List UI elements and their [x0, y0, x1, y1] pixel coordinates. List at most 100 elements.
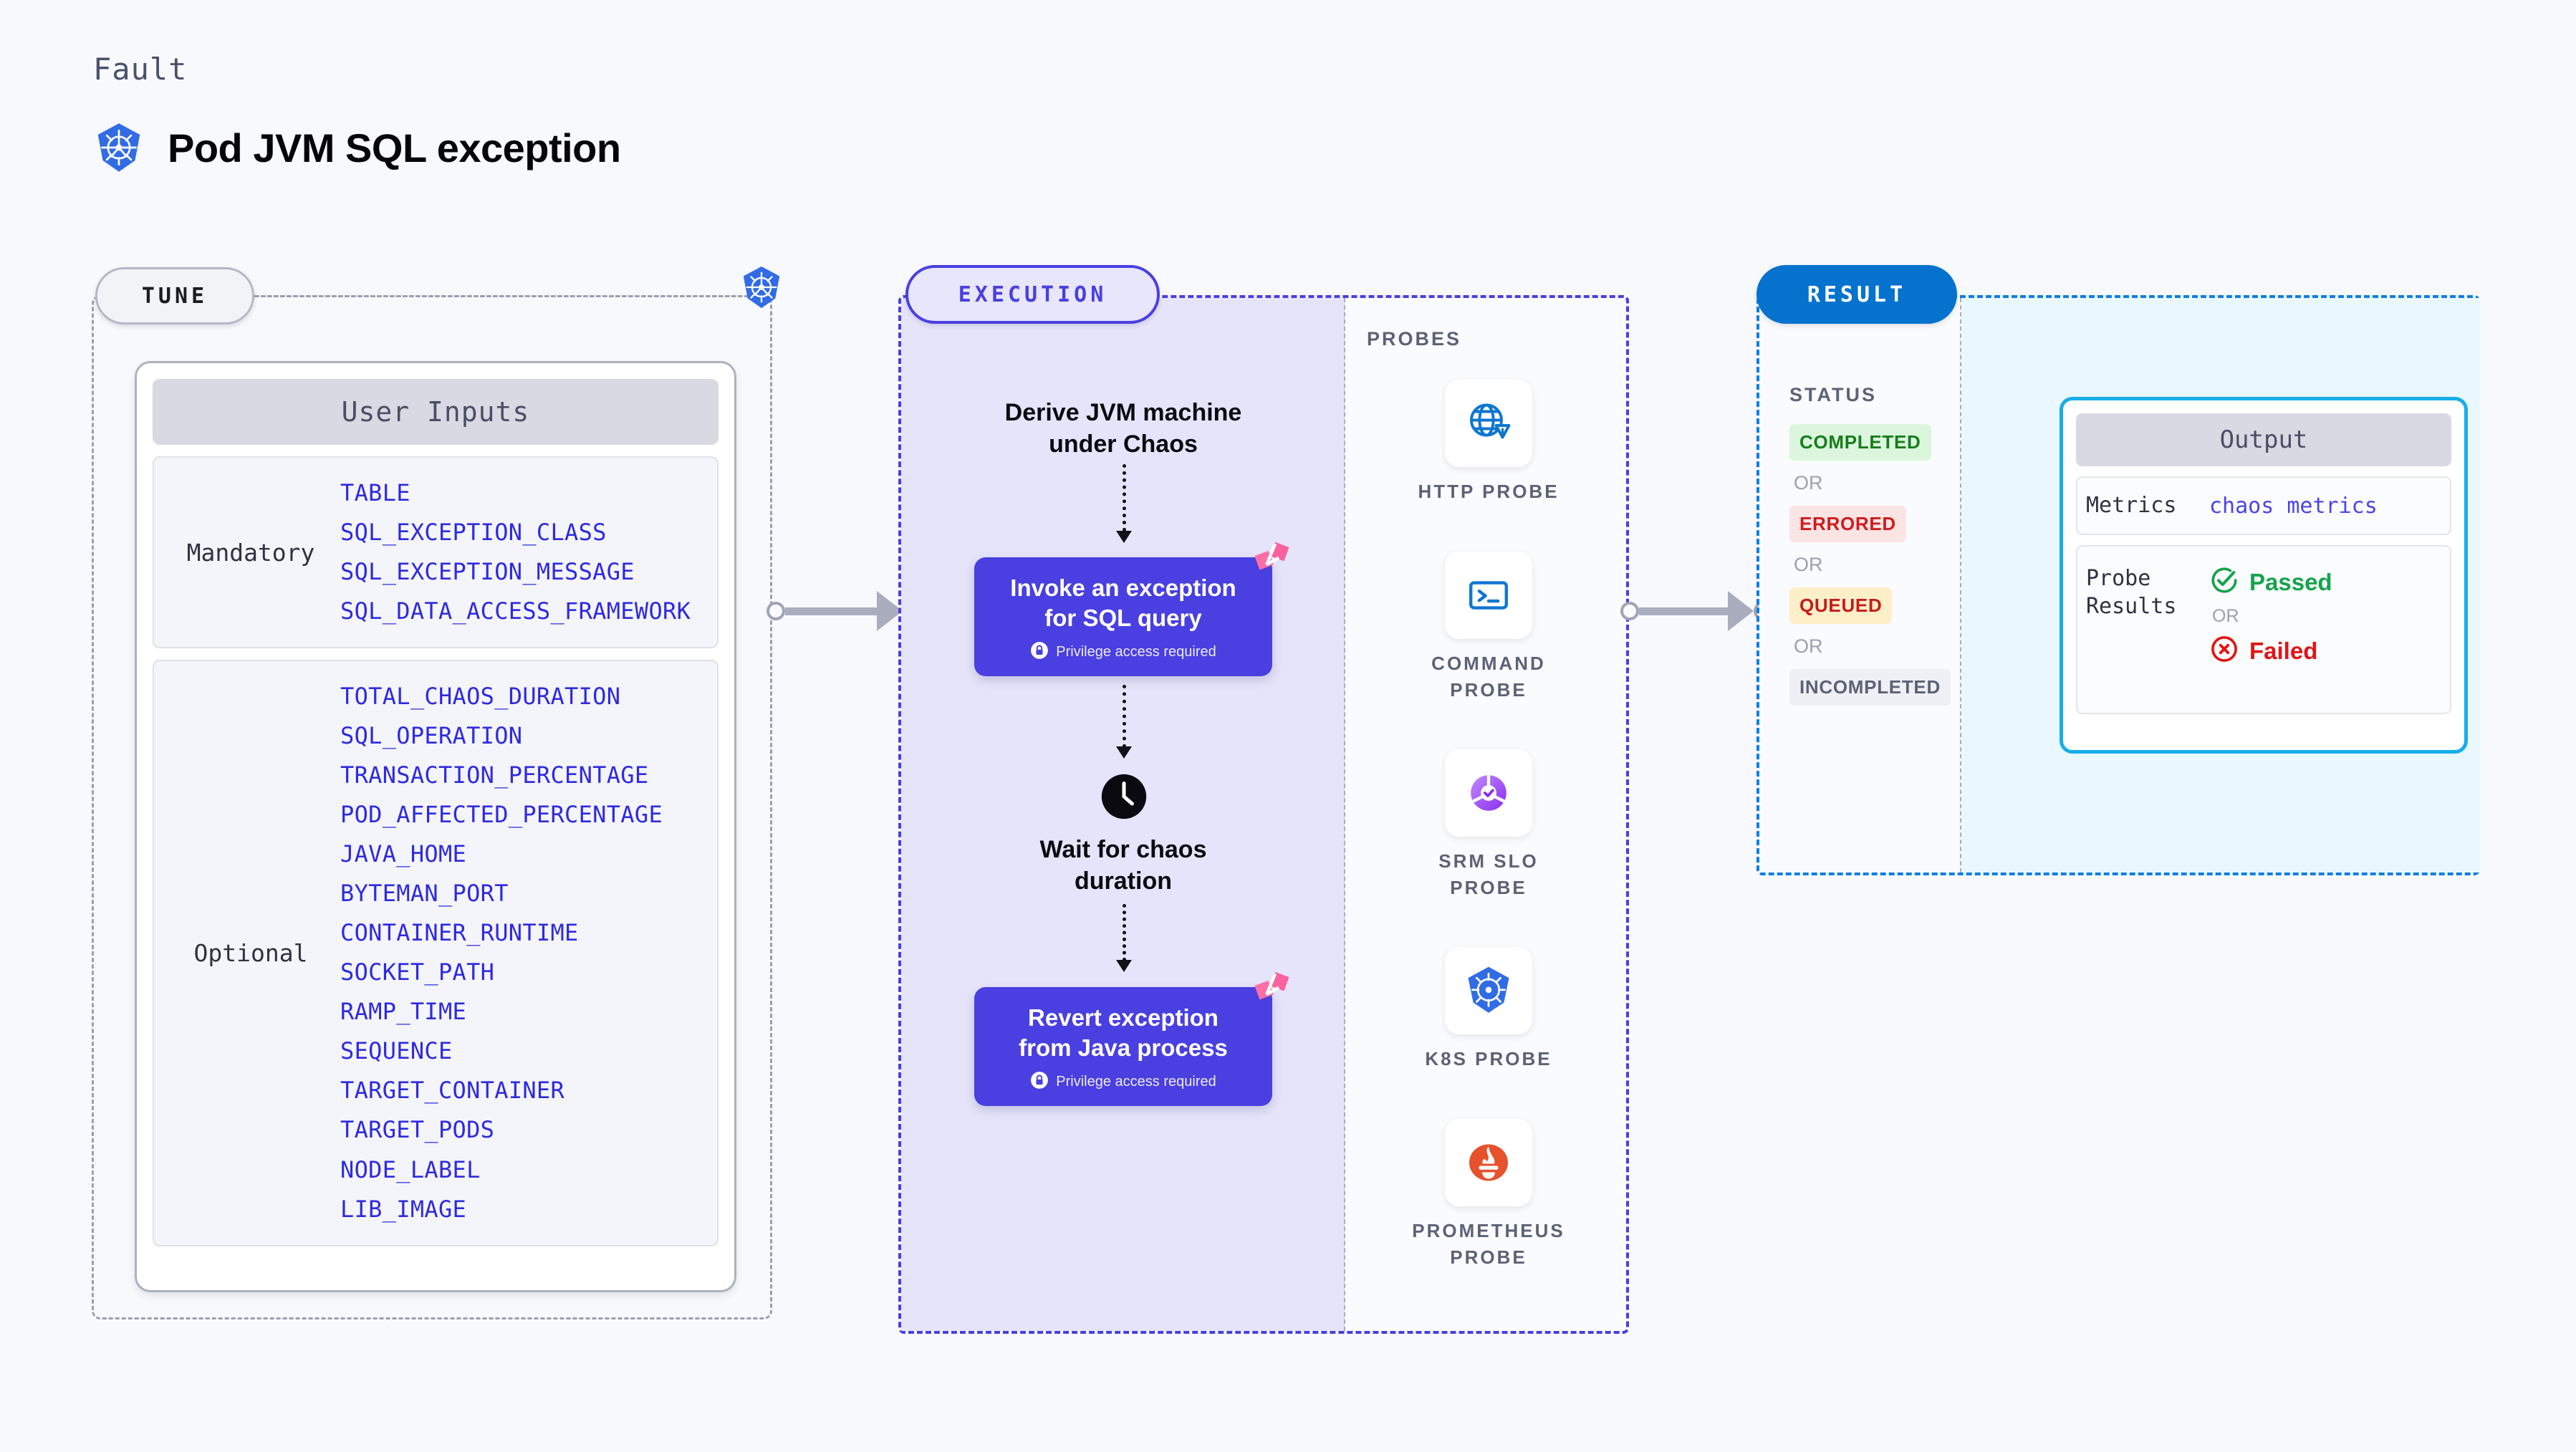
clock-icon [1100, 772, 1148, 821]
status-badge-queued: QUEUED [1789, 587, 1893, 624]
page-title-row: Pod JVM SQL exception [93, 120, 621, 175]
flow-arrow-1 [1123, 464, 1126, 532]
lock-icon [1030, 1071, 1049, 1093]
derive-jvm-label: Derive JVM machine under Chaos [1004, 399, 1242, 458]
param-item[interactable]: TOTAL_CHAOS_DURATION [340, 683, 621, 711]
mandatory-label: Mandatory [186, 538, 315, 567]
status-title: STATUS [1789, 384, 1877, 405]
flow-arrowhead-3 [1116, 960, 1132, 972]
probe-results-key: Probe Results [2086, 566, 2177, 619]
param-item[interactable]: LIB_IMAGE [340, 1195, 467, 1223]
param-item[interactable]: TARGET_CONTAINER [340, 1077, 565, 1105]
fault-kicker: Fault [93, 52, 188, 87]
connector-bar [1639, 607, 1729, 615]
globe-warning-icon [1445, 380, 1532, 467]
or-label: OR [2212, 606, 2239, 627]
param-item[interactable]: TARGET_PODS [340, 1116, 495, 1144]
chaos-flag-icon [1249, 968, 1291, 1010]
param-item[interactable]: POD_AFFECTED_PERCENTAGE [340, 801, 663, 829]
probe-results-row: Probe Results Passed OR [2076, 545, 2451, 715]
output-header: Output [2076, 413, 2451, 466]
param-item[interactable]: CONTAINER_RUNTIME [340, 919, 579, 947]
privilege-text: Privilege access required [1056, 1074, 1216, 1090]
tune-badge[interactable]: TUNE [95, 267, 254, 324]
chaos-flag-icon [1249, 539, 1291, 580]
or-label: OR [1794, 472, 1823, 494]
user-inputs-header: User Inputs [153, 379, 719, 445]
probe-prometheus[interactable]: PROMETHEUS PROBE [1347, 1119, 1630, 1271]
status-badge-incompleted: INCOMPLETED [1789, 669, 1951, 706]
invoke-exception-node[interactable]: Invoke an exception for SQL query Privil… [974, 542, 1289, 677]
probe-label: COMMAND PROBE [1431, 653, 1546, 701]
param-item[interactable]: JAVA_HOME [340, 840, 467, 868]
optional-param-group: Optional TOTAL_CHAOS_DURATION SQL_OPERAT… [153, 660, 719, 1246]
probe-label: K8S PROBE [1425, 1048, 1552, 1069]
param-item[interactable]: SQL_EXCEPTION_CLASS [340, 519, 607, 547]
page-title: Pod JVM SQL exception [168, 125, 621, 170]
probes-title: PROBES [1367, 328, 1462, 350]
probe-k8s[interactable]: K8S PROBE [1347, 947, 1630, 1072]
connector-execution-to-result [1620, 591, 1772, 631]
connector-dot [766, 602, 785, 620]
mandatory-param-list: TABLE SQL_EXCEPTION_CLASS SQL_EXCEPTION_… [340, 473, 710, 631]
param-item[interactable]: SQL_DATA_ACCESS_FRAMEWORK [340, 597, 691, 625]
probe-label: PROMETHEUS PROBE [1412, 1220, 1565, 1268]
passed-label: Passed [2249, 568, 2332, 595]
lock-icon [1030, 641, 1049, 663]
privilege-row: Privilege access required [1030, 641, 1216, 663]
check-circle-icon [2209, 565, 2239, 599]
param-item[interactable]: BYTEMAN_PORT [340, 880, 509, 908]
probes-panel: PROBES [1347, 298, 1630, 1331]
privilege-text: Privilege access required [1056, 644, 1216, 660]
metrics-row: Metrics chaos metrics [2076, 476, 2451, 536]
or-label: OR [1794, 635, 1823, 657]
metrics-value[interactable]: chaos metrics [2209, 493, 2378, 519]
param-item[interactable]: SOCKET_PATH [340, 958, 495, 986]
probe-results-values: Passed OR Failed [2209, 565, 2332, 668]
probe-http[interactable]: HTTP PROBE [1347, 380, 1630, 505]
x-circle-icon [2209, 634, 2239, 668]
execution-probes-container: Derive JVM machine under Chaos Invoke an… [898, 295, 1629, 1334]
probe-result-passed: Passed [2209, 565, 2332, 599]
wait-chaos-label: Wait for chaos duration [1039, 836, 1207, 895]
param-item[interactable]: RAMP_TIME [340, 998, 467, 1026]
invoke-exception-title: Invoke an exception for SQL query [1010, 574, 1236, 631]
param-item[interactable]: SQL_OPERATION [340, 722, 523, 750]
connector-dot [1620, 602, 1639, 620]
execution-badge[interactable]: EXECUTION [905, 265, 1160, 324]
status-panel: STATUS COMPLETED OR ERRORED OR QUEUED OR… [1759, 298, 1961, 872]
probe-result-failed: Failed [2209, 634, 2332, 668]
param-item[interactable]: TRANSACTION_PERCENTAGE [340, 761, 649, 789]
kubernetes-icon [93, 120, 145, 175]
kubernetes-icon [739, 264, 784, 311]
mandatory-param-group: Mandatory TABLE SQL_EXCEPTION_CLASS SQL_… [153, 456, 719, 649]
param-item[interactable]: NODE_LABEL [340, 1155, 481, 1183]
result-badge[interactable]: RESULT [1756, 265, 1957, 324]
param-item[interactable]: SQL_EXCEPTION_MESSAGE [340, 558, 635, 586]
optional-label: Optional [193, 938, 308, 967]
revert-exception-node[interactable]: Revert exception from Java process Privi… [974, 971, 1289, 1107]
prometheus-icon [1445, 1119, 1532, 1206]
output-card: Output Metrics chaos metrics Probe Resul… [2060, 397, 2468, 754]
user-inputs-card: User Inputs Mandatory TABLE SQL_EXCEPTIO… [135, 361, 736, 1292]
status-badge-completed: COMPLETED [1789, 424, 1931, 461]
probe-command[interactable]: COMMAND PROBE [1347, 552, 1630, 703]
flow-arrow-3 [1123, 904, 1126, 961]
or-label: OR [1794, 554, 1823, 575]
tune-dash-connector [254, 295, 749, 297]
kubernetes-icon [1445, 947, 1532, 1034]
flow-arrow-2 [1123, 685, 1126, 748]
execution-panel: Derive JVM machine under Chaos Invoke an… [901, 298, 1345, 1331]
connector-bar [785, 607, 878, 615]
revert-exception-title: Revert exception from Java process [1019, 1004, 1228, 1061]
probe-label: HTTP PROBE [1418, 481, 1559, 502]
slo-check-icon [1445, 749, 1532, 837]
flow-arrowhead-1 [1116, 531, 1132, 543]
probe-srm-slo[interactable]: SRM SLO PROBE [1347, 749, 1630, 901]
status-list: COMPLETED OR ERRORED OR QUEUED OR INCOMP… [1789, 424, 1951, 706]
param-item[interactable]: SEQUENCE [340, 1037, 453, 1065]
privilege-row: Privilege access required [1030, 1071, 1216, 1093]
probe-label: SRM SLO PROBE [1438, 850, 1539, 898]
param-item[interactable]: TABLE [340, 479, 410, 506]
